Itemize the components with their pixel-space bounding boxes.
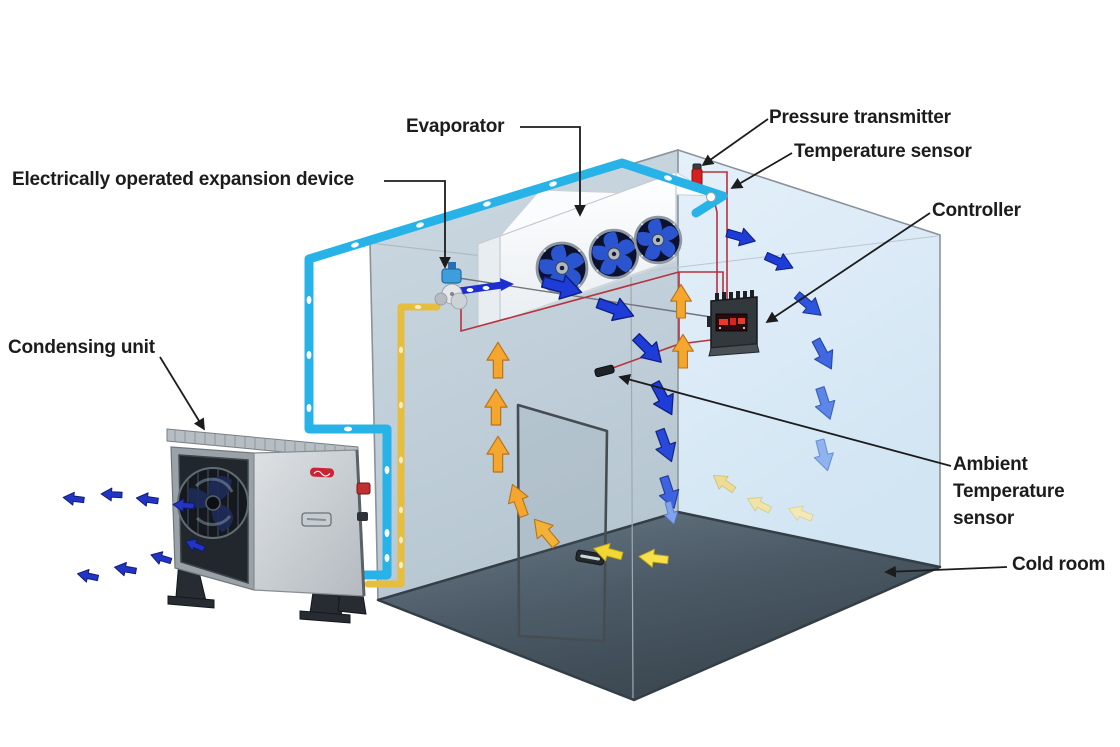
danfoss-logo <box>310 467 335 478</box>
pipe-fitting <box>357 512 368 521</box>
label-pressure-transmitter: Pressure transmitter <box>769 107 951 128</box>
pipe-arrowhead <box>500 278 514 291</box>
leader-pressure-transmitter <box>701 118 769 167</box>
label-condensing-unit: Condensing unit <box>8 337 155 358</box>
label-leader-lines <box>159 118 1008 578</box>
panel-edge <box>355 449 366 597</box>
label-evaporator: Evaporator <box>406 116 505 137</box>
evaporator-bottom-lip <box>499 258 677 324</box>
liquid-pipe-joints <box>399 305 422 569</box>
cold-room-door <box>516 403 609 643</box>
label-temperature-sensor: Temperature sensor <box>794 141 972 162</box>
leader-ambient-sensor <box>618 373 952 467</box>
suction-pipe-joints <box>306 175 672 562</box>
evaporator-fan-2 <box>586 227 640 280</box>
leader-condensing-unit <box>159 356 205 431</box>
wire-to-controller-top <box>679 271 724 301</box>
controller-display <box>715 313 748 332</box>
label-cold-room: Cold room <box>1012 554 1106 575</box>
wire-transmitter <box>697 171 728 299</box>
liquid-pipe <box>364 303 441 588</box>
controller-terminals <box>715 290 754 301</box>
leader-controller <box>765 212 931 323</box>
near-wall-corner-edge <box>630 273 634 699</box>
label-expansion-device: Electrically operated expansion device <box>12 169 354 190</box>
ambient-temperature-sensor <box>594 364 615 378</box>
suction-pipe <box>304 158 728 580</box>
label-controller: Controller <box>932 200 1021 221</box>
panel-vent-slot <box>301 512 332 527</box>
leader-evaporator <box>520 126 586 217</box>
leader-temperature-sensor <box>730 152 793 189</box>
service-valve <box>356 482 371 495</box>
evaporator-fan-3 <box>632 215 683 265</box>
expansion-valve <box>434 262 514 310</box>
leader-cold-room <box>884 565 1008 578</box>
label-ambient-sensor: Ambient Temperature sensor <box>953 454 1065 529</box>
leader-expansion-device <box>384 180 451 269</box>
condensing-unit-device <box>166 428 371 624</box>
temperature-sensor-device <box>706 192 716 202</box>
controller-box <box>707 290 760 357</box>
